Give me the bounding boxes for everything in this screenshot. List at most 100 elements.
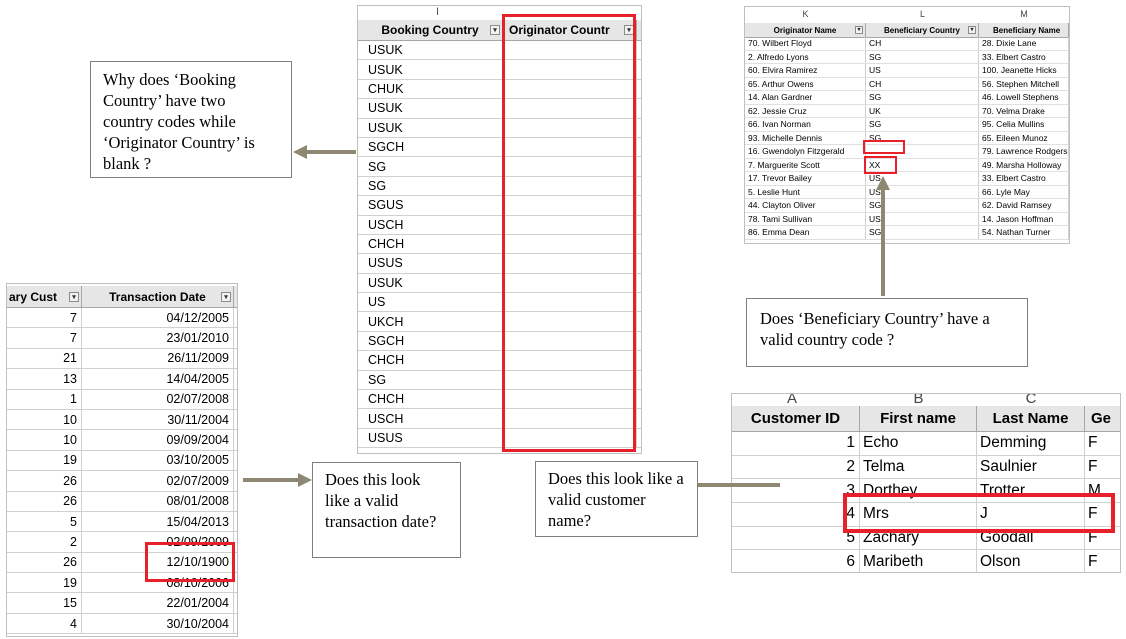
originator-name-cell: 78. Tami Sullivan — [745, 212, 866, 225]
beneficiary-name-cell: 46. Lowell Stephens — [979, 91, 1069, 104]
arrowhead-icon — [293, 145, 307, 159]
beneficiary-customer-cell: 10 — [7, 409, 82, 430]
transaction-date-cell: 02/07/2008 — [82, 389, 234, 409]
beneficiary-country-cell — [866, 145, 979, 158]
transaction-date-cell: 26/11/2009 — [82, 348, 234, 369]
last-name-cell: Goodall — [977, 526, 1085, 550]
transaction-date-cell: 14/04/2005 — [82, 369, 234, 389]
last-name-cell: Olson — [977, 550, 1085, 572]
originator-name-cell: 17. Trevor Bailey — [745, 172, 866, 185]
originator-country-cell — [503, 234, 637, 254]
customer-id-cell: 5 — [732, 526, 860, 550]
beneficiary-country-cell: SG — [866, 199, 979, 212]
booking-country-callout: Why does ‘Booking Country’ have two coun… — [90, 61, 292, 178]
beneficiary-customer-cell: 10 — [7, 430, 82, 450]
column-letter: B — [913, 393, 924, 407]
first-name-cell: Telma — [860, 455, 977, 479]
originator-country-cell — [503, 157, 637, 176]
gender-cell: F — [1085, 456, 1120, 479]
filter-dropdown-icon[interactable]: ▾ — [490, 25, 500, 35]
gender-cell: F — [1085, 527, 1120, 550]
beneficiary-country-cell: US — [866, 212, 979, 225]
beneficiary-customer-cell: 13 — [7, 369, 82, 389]
originator-country-cell — [503, 99, 637, 118]
transaction-date-cell: 03/10/2005 — [82, 450, 234, 471]
beneficiary-country-callout: Does ‘Beneficiary Country’ have a valid … — [746, 298, 1028, 367]
originator-name-header[interactable]: Originator Name▾ — [745, 23, 866, 37]
filter-dropdown-icon[interactable]: ▾ — [69, 291, 79, 302]
customer-id-cell: 2 — [732, 455, 860, 479]
beneficiary-customer-header[interactable]: ary Cust▾ — [7, 286, 82, 307]
customer-id-cell: 6 — [732, 550, 860, 572]
gender-cell: F — [1085, 432, 1120, 455]
beneficiary-customer-cell: 26 — [7, 491, 82, 511]
beneficiary-name-cell: 28. Dixie Lane — [979, 37, 1069, 50]
beneficiary-country-cell: XX — [866, 158, 979, 171]
booking-country-header[interactable]: Booking Country ▾ — [358, 20, 503, 40]
transaction-date-callout: Does this look like a valid transaction … — [312, 462, 461, 558]
beneficiary-name-cell: 62. David Ramsey — [979, 199, 1069, 212]
originator-name-cell: 5. Leslie Hunt — [745, 185, 866, 198]
originator-country-cell — [503, 41, 637, 60]
transaction-date-cell: 02/07/2009 — [82, 471, 234, 491]
filter-dropdown-icon[interactable]: ▾ — [221, 291, 231, 302]
beneficiary-country-cell: US — [866, 64, 979, 77]
originator-country-cell — [503, 331, 637, 351]
originator-country-cell — [503, 390, 637, 409]
beneficiary-name-cell: 95. Celia Mullins — [979, 118, 1069, 131]
transaction-date-cell: 30/11/2004 — [82, 409, 234, 430]
beneficiary-name-cell: 100. Jeanette Hicks — [979, 64, 1069, 77]
beneficiary-name-cell: 66. Lyle May — [979, 185, 1069, 198]
column-letter: K — [802, 9, 809, 19]
beneficiary-customer-cell: 7 — [7, 328, 82, 348]
beneficiary-name-cell: 65. Eileen Munoz — [979, 131, 1069, 144]
transaction-date-header[interactable]: Transaction Date▾ — [82, 286, 234, 307]
beneficiary-country-cell: CH — [866, 37, 979, 50]
originator-name-cell: 65. Arthur Owens — [745, 77, 866, 90]
originator-country-cell — [503, 273, 637, 293]
transaction-date-cell: 15/04/2013 — [82, 511, 234, 532]
transaction-date-cell: 08/01/2008 — [82, 491, 234, 511]
arrowhead-icon — [298, 473, 312, 487]
beneficiary-customer-cell: 1 — [7, 389, 82, 409]
customer-id-cell: 3 — [732, 479, 860, 503]
beneficiary-country-cell: UK — [866, 104, 979, 117]
filter-dropdown-icon[interactable]: ▾ — [855, 26, 863, 34]
originator-country-cell — [503, 176, 637, 196]
beneficiary-name-header[interactable]: Beneficiary Name — [979, 23, 1069, 37]
originator-country-highlight — [502, 14, 636, 452]
beneficiary-name-cell: 56. Stephen Mitchell — [979, 77, 1069, 90]
beneficiary-customer-cell: 5 — [7, 511, 82, 532]
column-letter: A — [787, 393, 798, 407]
transaction-date-cell: 02/09/2009 — [82, 532, 234, 552]
customer-sheet: A B C Customer ID First name Last Name G… — [731, 393, 1121, 573]
originator-name-cell: 70. Wilbert Floyd — [745, 37, 866, 50]
gender-header[interactable]: Ge — [1085, 406, 1120, 431]
customer-id-header[interactable]: Customer ID — [732, 406, 860, 431]
beneficiary-customer-cell: 7 — [7, 308, 82, 328]
originator-country-cell — [503, 312, 637, 331]
last-name-header[interactable]: Last Name — [977, 406, 1085, 431]
invalid-date-highlight — [145, 542, 235, 582]
gender-cell: F — [1085, 550, 1120, 572]
beneficiary-customer-cell: 2 — [7, 532, 82, 552]
beneficiary-country-header[interactable]: Beneficiary Country▾ — [866, 23, 979, 37]
filter-dropdown-icon[interactable]: ▾ — [968, 26, 976, 34]
transaction-date-cell: 30/10/2004 — [82, 613, 234, 634]
first-name-header[interactable]: First name — [860, 406, 977, 431]
beneficiary-customer-cell: 19 — [7, 450, 82, 471]
transaction-date-cell: 04/12/2005 — [82, 308, 234, 328]
